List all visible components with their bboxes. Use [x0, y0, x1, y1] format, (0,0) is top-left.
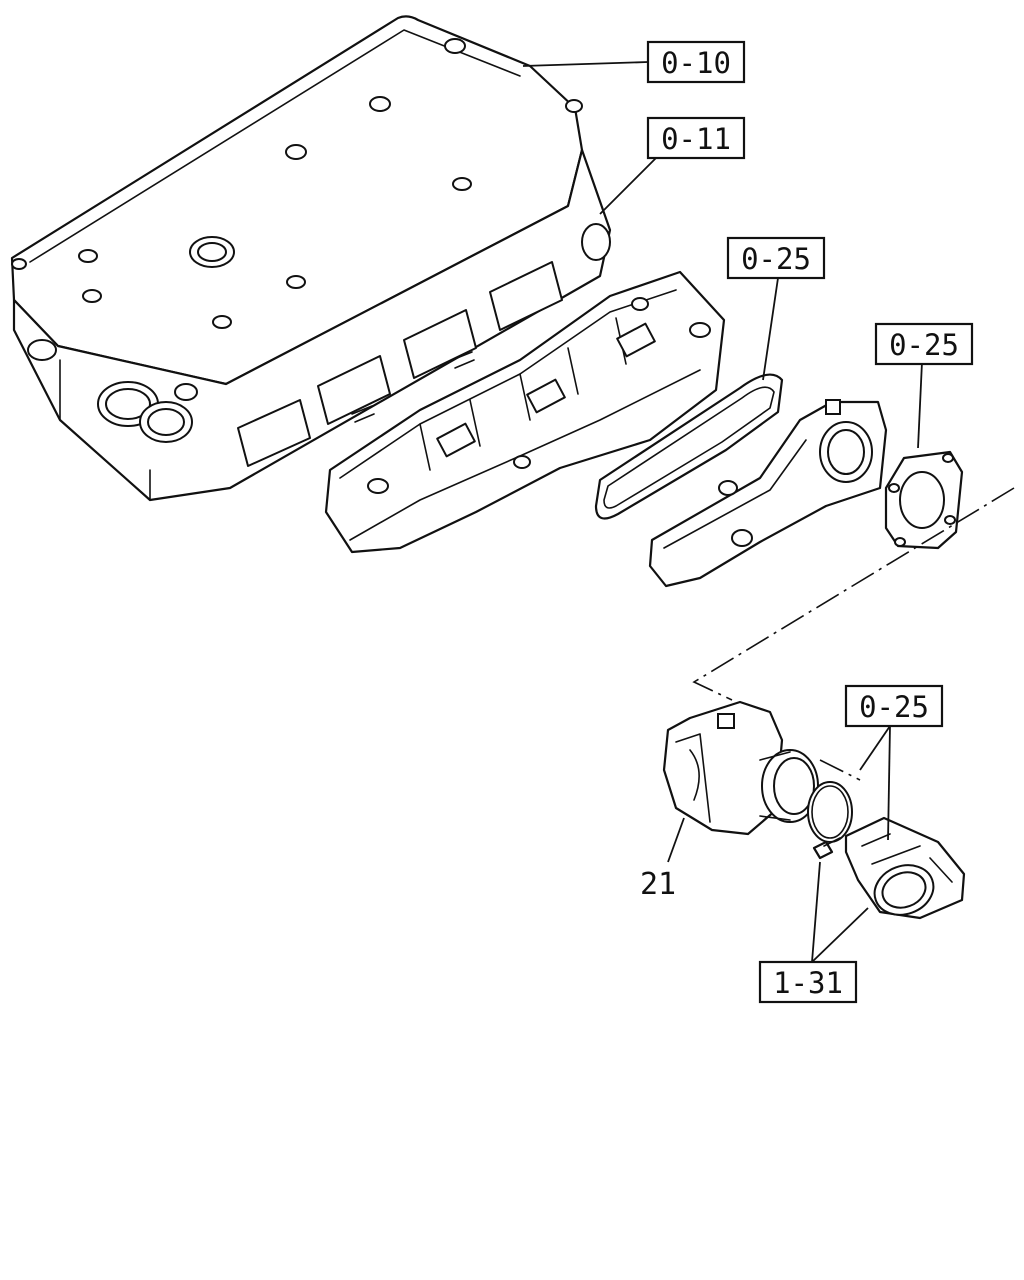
- callout-flange-gasket-label: 0-25: [889, 328, 959, 362]
- o-ring-icon: [807, 781, 853, 843]
- o-ring-inner-icon: [811, 785, 849, 839]
- callout-manifold-gasket-label: 0-25: [741, 242, 811, 276]
- part-number-throttle-body: 21: [640, 867, 676, 902]
- leader-lines: [522, 61, 923, 963]
- callout-head-gasket-flange: 0-11: [646, 116, 746, 160]
- flange-gasket-icon: [884, 450, 964, 550]
- centerline-throttle: [819, 759, 861, 781]
- centerline-head: [11, 17, 399, 259]
- callout-cylinder-head: 0-10: [646, 40, 746, 84]
- callout-hose-and-clamp-label: 1-31: [773, 966, 843, 1000]
- intake-manifold-icon: [324, 270, 726, 554]
- bolt-icon: [812, 837, 841, 860]
- callout-cylinder-head-label: 0-10: [661, 46, 731, 80]
- cylinder-head-icon: [10, 15, 612, 502]
- callout-manifold-gasket: 0-25: [726, 236, 826, 280]
- callout-flange-gasket: 0-25: [874, 322, 974, 366]
- intake-elbow-icon: [648, 399, 888, 588]
- callout-throttle-hardware: 0-25: [844, 684, 944, 728]
- centerline-assembly: [692, 487, 1015, 701]
- hose-icon: [844, 816, 966, 920]
- callout-hose-and-clamp: 1-31: [758, 960, 858, 1004]
- throttle-body-icon: [662, 700, 819, 836]
- callout-head-gasket-flange-label: 0-11: [661, 122, 731, 156]
- gasket-icon: [594, 373, 784, 520]
- callout-throttle-hardware-label: 0-25: [859, 690, 929, 724]
